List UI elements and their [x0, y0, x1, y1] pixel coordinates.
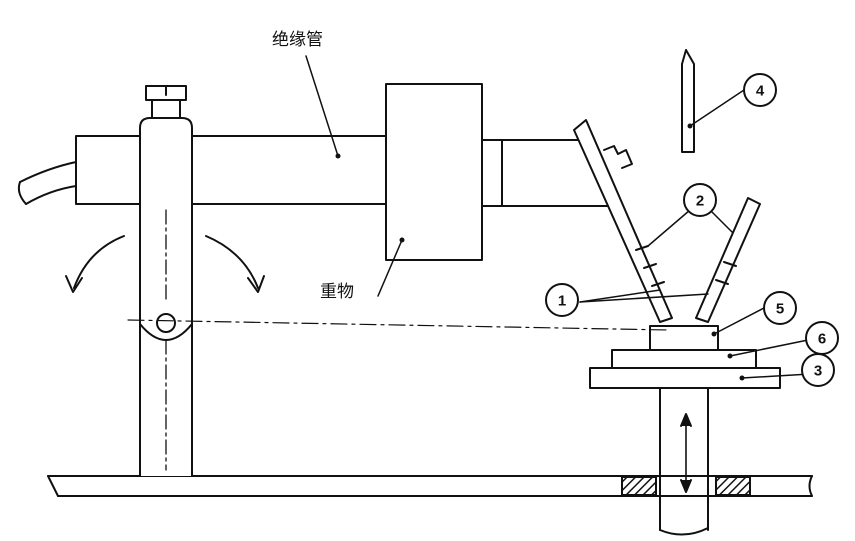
callout-5: 5 — [776, 301, 784, 318]
lifting-shaft — [659, 387, 709, 536]
leader-dots — [335, 123, 745, 381]
insulating-tube — [75, 135, 387, 205]
callout-6: 6 — [818, 331, 826, 348]
callout-numbers: 1 2 3 4 5 6 — [558, 83, 826, 380]
pivot-post — [139, 85, 193, 477]
center-line — [127, 319, 669, 331]
label-weight: 重物 — [320, 282, 354, 302]
callout-2: 2 — [696, 193, 704, 210]
leader-lines — [305, 55, 811, 379]
tube-extension — [481, 139, 615, 207]
callout-3: 3 — [814, 363, 822, 380]
label-insulating-tube: 绝缘管 — [272, 30, 323, 50]
electrode-arm-left — [573, 119, 673, 323]
electrode-arm-right — [695, 197, 761, 323]
electrode-4 — [681, 49, 695, 153]
cable — [17, 161, 77, 205]
plate-6 — [611, 349, 757, 369]
weight-block — [385, 83, 483, 261]
callout-4: 4 — [756, 83, 765, 100]
callout-circles — [545, 73, 839, 387]
swing-arrows — [65, 235, 265, 293]
base-plate — [47, 475, 813, 497]
callout-1: 1 — [558, 293, 566, 310]
table-3 — [589, 367, 781, 389]
